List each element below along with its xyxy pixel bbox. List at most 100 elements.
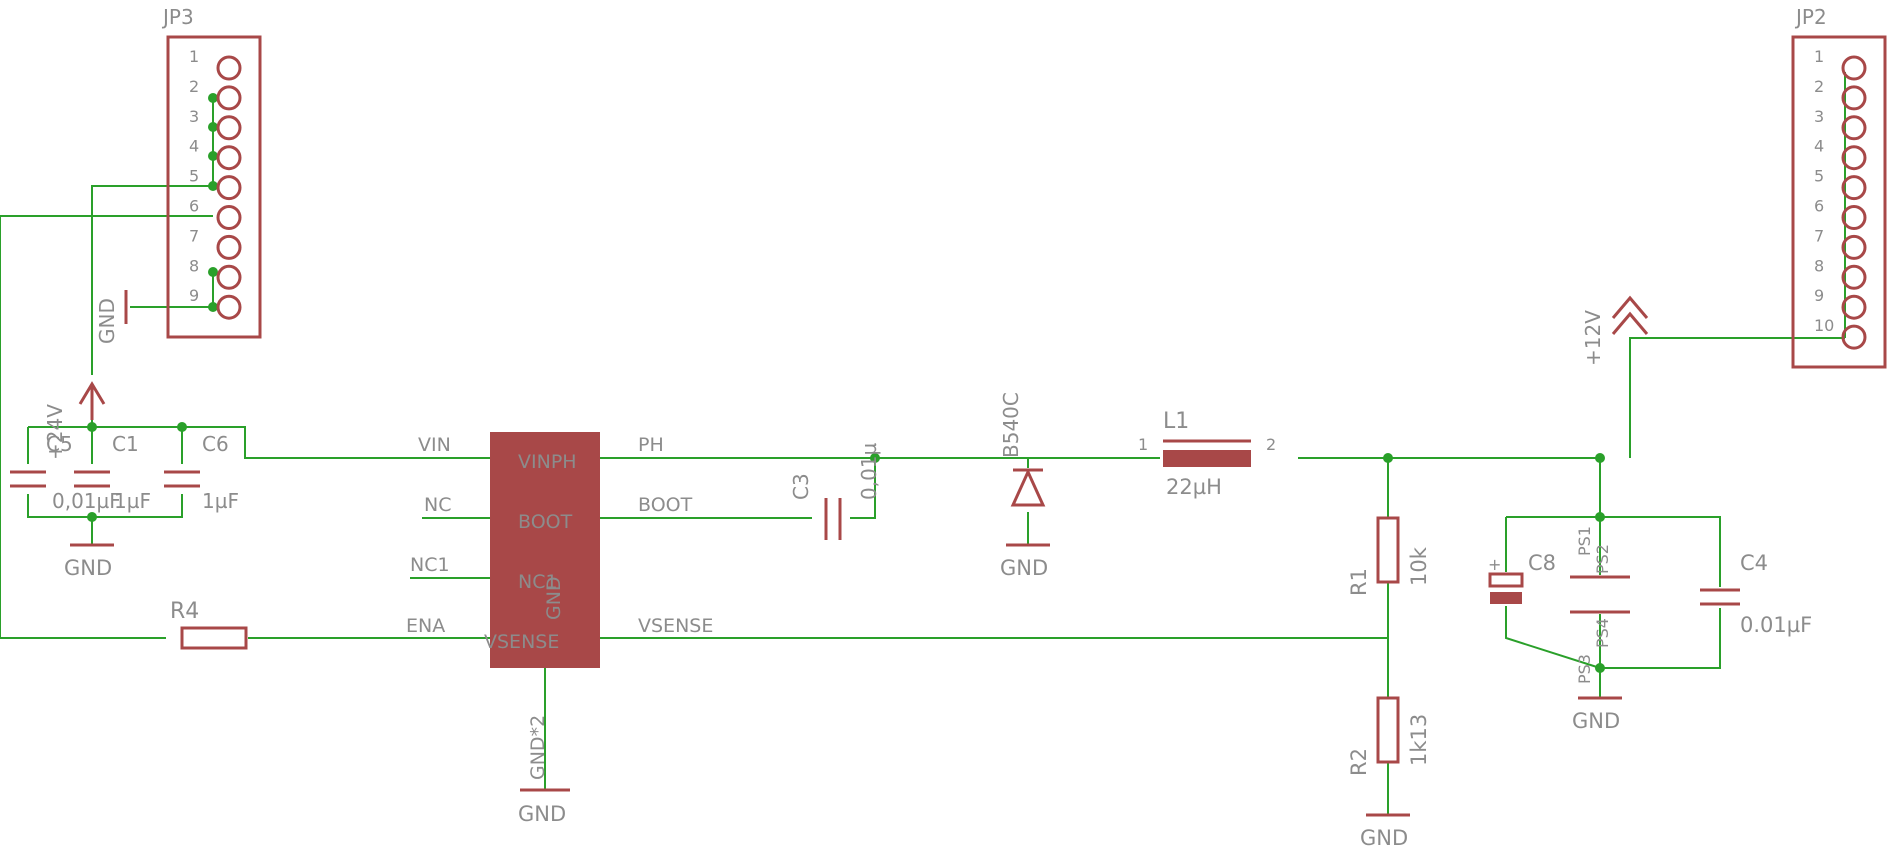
svg-text:1µF: 1µF [202,489,239,513]
capacitor-c1: C1 1µF [74,432,151,513]
regulator-ic: VIN NC NC1 ENA PH BOOT VSENSE VINPH BOOT… [406,432,713,826]
svg-text:NC1: NC1 [518,571,558,593]
gnd-jp3: GND [95,290,128,344]
wires [0,72,1846,815]
jp2-pin-number: 1 [1814,47,1824,66]
svg-text:VSENSE: VSENSE [638,615,713,637]
jp2-pin-10 [1841,324,1867,350]
svg-text:1: 1 [1138,435,1148,454]
jp3-pin-number: 8 [189,256,199,275]
jp2-pin-number: 4 [1814,137,1824,156]
jp3-pin-number: 6 [189,197,199,216]
inductor-l1: L1 22µH 1 2 [1138,409,1276,499]
svg-text:GND: GND [1360,826,1408,850]
jp2-pin-4 [1841,145,1867,171]
jp3-pin-number: 4 [189,137,199,156]
jp3-pin-4 [216,145,242,171]
capacitor-c8: + C8 [1488,551,1556,604]
jp2-pin-number: 2 [1814,77,1824,96]
jp3-pin-2 [216,85,242,111]
jp3-pin-1 [216,55,242,81]
jp3-pin-7 [216,234,242,260]
jp3-pin-number: 3 [189,107,199,126]
capacitor-c5: C5 0,01µF [10,432,121,513]
junctions [87,93,1605,673]
jp3-pin-number: 1 [189,47,199,66]
svg-text:B540C: B540C [999,392,1023,458]
svg-text:C1: C1 [112,432,139,456]
svg-text:PS3: PS3 [1575,654,1594,684]
svg-text:BOOT: BOOT [518,511,573,533]
resistor-r2: R2 1k13 GND [1347,696,1431,850]
svg-text:C4: C4 [1740,551,1768,575]
jp3-pin-9 [216,294,242,320]
capacitor-c4: C4 0.01µF [1700,551,1812,637]
jp3-pin-8 [216,264,242,290]
svg-text:VSENSE: VSENSE [484,631,559,653]
svg-text:R1: R1 [1347,568,1371,596]
jp3-pin-number: 7 [189,226,199,245]
diode-b540c: B540C GND [999,392,1050,580]
svg-text:GND: GND [64,556,112,580]
jp2-pin-number: 5 [1814,167,1824,186]
jp2-pin-number: 3 [1814,107,1824,126]
jp3-pin-6 [216,205,242,230]
capacitor-c6: C6 1µF [164,432,239,513]
svg-text:GND: GND [518,802,566,826]
jp2-pin-3 [1841,115,1867,141]
jp3-pin-number: 5 [189,167,199,186]
gnd-input-caps: GND [64,543,114,580]
svg-text:GND: GND [543,576,565,620]
svg-text:GND: GND [1572,709,1620,733]
jp2-pin-number: 10 [1814,316,1834,335]
svg-text:0,01µF: 0,01µF [52,489,121,513]
svg-text:L1: L1 [1163,409,1189,434]
svg-text:R4: R4 [170,599,199,624]
vin-label: +24V [43,404,67,460]
jp3-pin-5 [216,175,242,201]
jp2-pin-5 [1841,175,1867,201]
jp2-label: JP2 [1794,5,1827,29]
jp3-pin-number: 9 [189,286,199,305]
jp2-pin-8 [1841,264,1867,290]
jp2-pin-number: 9 [1814,286,1824,305]
svg-text:C8: C8 [1528,551,1556,575]
jp2-pin-number: 6 [1814,197,1824,216]
jp2-pin-1 [1841,55,1867,81]
resistor-r1: R1 10k [1347,516,1431,596]
svg-text:BOOT: BOOT [638,494,693,516]
capacitor-ps: PS1 PS2 PS3 PS4 GND [1570,526,1630,733]
svg-text:GND*2: GND*2 [527,715,549,780]
jp2-pin-7 [1841,234,1867,260]
svg-text:NC: NC [424,494,451,516]
jp3-label: JP3 [161,5,194,29]
svg-text:C3: C3 [789,473,813,500]
svg-text:C6: C6 [202,432,229,456]
resistor-r4: R4 [170,599,248,650]
svg-text:PH: PH [638,434,664,456]
vout-label: +12V [1581,310,1605,366]
jp2-pin-6 [1841,205,1867,230]
svg-text:+: + [1488,555,1501,574]
vout-supply: +12V [1581,295,1649,366]
vin-supply: +24V [43,381,106,460]
svg-text:NC1: NC1 [410,554,450,576]
connector-jp3: JP3 1 2 3 4 5 6 7 8 9 [161,5,262,339]
jp2-pin-number: 7 [1814,226,1824,245]
svg-text:1k13: 1k13 [1407,714,1431,766]
svg-text:1µF: 1µF [114,489,151,513]
svg-text:PS4: PS4 [1593,618,1612,648]
svg-text:PS1: PS1 [1575,526,1594,556]
jp3-pin-number: 2 [189,77,199,96]
svg-text:ENA: ENA [406,615,445,637]
jp2-pin-9 [1841,294,1867,320]
svg-text:22µH: 22µH [1166,475,1222,499]
svg-text:VIN: VIN [418,434,451,456]
svg-text:0.01µF: 0.01µF [1740,613,1812,637]
jp3-pin-3 [216,115,242,141]
jp2-pin-2 [1841,85,1867,111]
svg-text:10k: 10k [1407,546,1431,586]
svg-text:GND: GND [1000,556,1048,580]
